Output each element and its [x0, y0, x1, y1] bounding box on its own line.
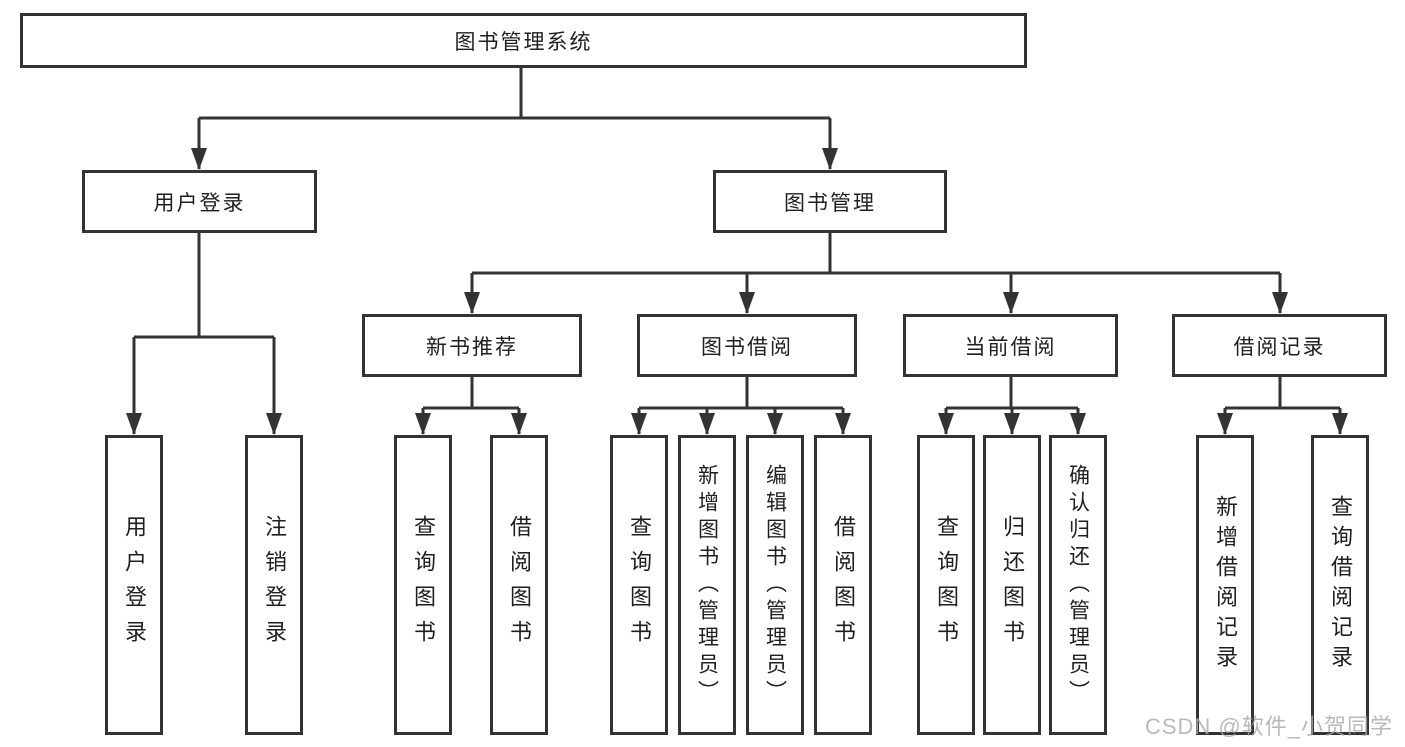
node-label: 确认归还（管理员） [1066, 463, 1090, 707]
node-borrow-records: 借阅记录 [1172, 314, 1387, 377]
connector-borrow-records-branch [1217, 377, 1348, 435]
arrowhead-icon [191, 148, 207, 170]
leaf-return-books: 归还图书 [983, 435, 1041, 735]
node-label: 借阅记录 [1233, 335, 1326, 359]
arrowhead-icon [835, 413, 851, 435]
node-label: 查询图书 [627, 515, 652, 655]
arrowhead-icon [822, 148, 838, 170]
node-label: 当前借阅 [964, 335, 1057, 359]
arrowhead-icon [126, 413, 142, 435]
arrowhead-icon [739, 292, 755, 314]
leaf-add-books-admin: 新增图书（管理员） [678, 435, 736, 735]
leaf-confirm-return-admin: 确认归还（管理员） [1049, 435, 1107, 735]
node-label: 归还图书 [1000, 515, 1025, 655]
arrowhead-icon [1332, 413, 1348, 435]
leaf-query-books-3: 查询图书 [917, 435, 975, 735]
arrowhead-icon [415, 413, 431, 435]
node-label: 图书管理系统 [454, 30, 593, 54]
leaf-add-borrow-record: 新增借阅记录 [1196, 435, 1254, 735]
node-label: 查询图书 [411, 515, 436, 655]
arrowhead-icon [1217, 413, 1233, 435]
node-label: 查询借阅记录 [1328, 495, 1353, 675]
connector-current-borrow-branch [938, 377, 1086, 435]
node-label: 编辑图书（管理员） [763, 463, 787, 707]
arrowhead-icon [511, 413, 527, 435]
leaf-user-login: 用户登录 [105, 435, 163, 735]
leaf-query-books-2: 查询图书 [610, 435, 668, 735]
node-label: 图书管理 [784, 191, 876, 215]
leaf-edit-books-admin: 编辑图书（管理员） [746, 435, 804, 735]
arrowhead-icon [1272, 292, 1288, 314]
node-label: 借阅图书 [507, 515, 532, 655]
arrowhead-icon [767, 413, 783, 435]
arrowhead-icon [1070, 413, 1086, 435]
node-label: 借阅图书 [831, 515, 856, 655]
connector-book-borrow-branch [631, 377, 851, 435]
node-new-book-recommend: 新书推荐 [362, 314, 582, 377]
node-label: 查询图书 [934, 515, 959, 655]
node-label: 新书推荐 [426, 335, 518, 359]
node-label: 注销登录 [262, 515, 287, 655]
watermark: CSDN @软件_小贺同学 [1144, 714, 1393, 739]
node-label: 新增借阅记录 [1213, 495, 1238, 675]
arrowhead-icon [938, 413, 954, 435]
leaf-query-books-1: 查询图书 [394, 435, 452, 735]
arrowhead-icon [1004, 413, 1020, 435]
leaf-borrow-books-1: 借阅图书 [490, 435, 548, 735]
arrowhead-icon [266, 413, 282, 435]
leaf-borrow-books-2: 借阅图书 [814, 435, 872, 735]
leaf-query-borrow-record: 查询借阅记录 [1311, 435, 1369, 735]
node-book-management: 图书管理 [713, 170, 947, 233]
connector-book-management-branch [464, 233, 1288, 314]
node-label: 新增图书（管理员） [695, 463, 719, 707]
arrowhead-icon [464, 292, 480, 314]
arrowhead-icon [631, 413, 647, 435]
node-label: 用户登录 [153, 191, 246, 215]
node-current-borrow: 当前借阅 [903, 314, 1118, 377]
leaf-logout: 注销登录 [245, 435, 303, 735]
node-label: 图书借阅 [701, 335, 793, 359]
arrowhead-icon [1003, 292, 1019, 314]
arrowhead-icon [699, 413, 715, 435]
node-label: 用户登录 [122, 515, 147, 655]
connector-user-login-branch [126, 233, 282, 435]
node-root-system: 图书管理系统 [20, 13, 1027, 68]
node-user-login: 用户登录 [82, 170, 317, 233]
node-book-borrow: 图书借阅 [637, 314, 857, 377]
connector-new-book-branch [415, 377, 527, 435]
connector-root-to-level2 [191, 68, 838, 170]
